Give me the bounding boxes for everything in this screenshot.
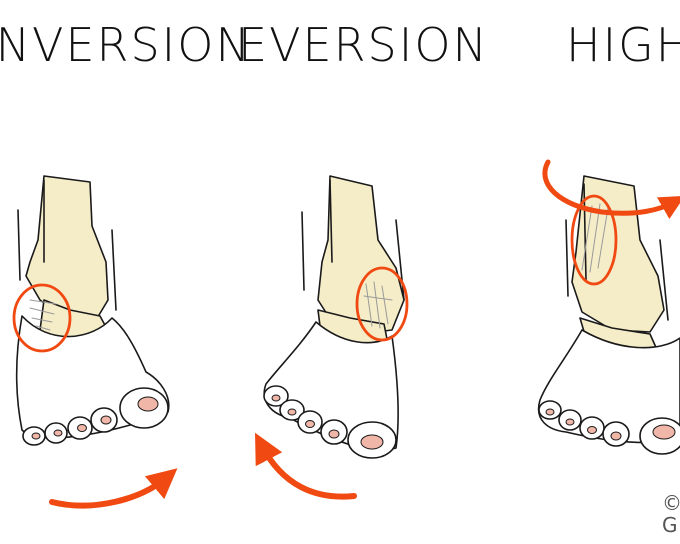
high-injury-circle — [570, 194, 618, 286]
high-rotation-arrow — [542, 159, 680, 220]
eversion-arrow — [255, 432, 357, 500]
high-leg-outline — [565, 219, 669, 321]
high-foot — [537, 175, 680, 455]
inversion-leg-outline — [17, 209, 117, 311]
eversion-fibula-line — [329, 179, 333, 263]
eversion-toenails — [271, 394, 384, 450]
high-tibia — [571, 175, 665, 333]
high-toenails — [545, 408, 676, 441]
inversion-foot — [15, 175, 170, 446]
inversion-toenails — [31, 396, 159, 440]
high-fracture — [581, 203, 609, 273]
eversion-label: EVERSION — [238, 18, 489, 72]
high-label: HIGH — [566, 18, 680, 72]
inversion-label: INVERSION — [0, 18, 252, 72]
inversion-injury-circle — [12, 283, 72, 353]
inversion-arrow — [49, 468, 178, 509]
copyright-mark: © G — [662, 491, 680, 537]
inversion-fracture — [29, 299, 57, 331]
eversion-injury-circle — [355, 266, 409, 342]
eversion-foot — [263, 175, 405, 459]
eversion-fracture — [363, 281, 393, 329]
inversion-tibia — [25, 175, 109, 321]
